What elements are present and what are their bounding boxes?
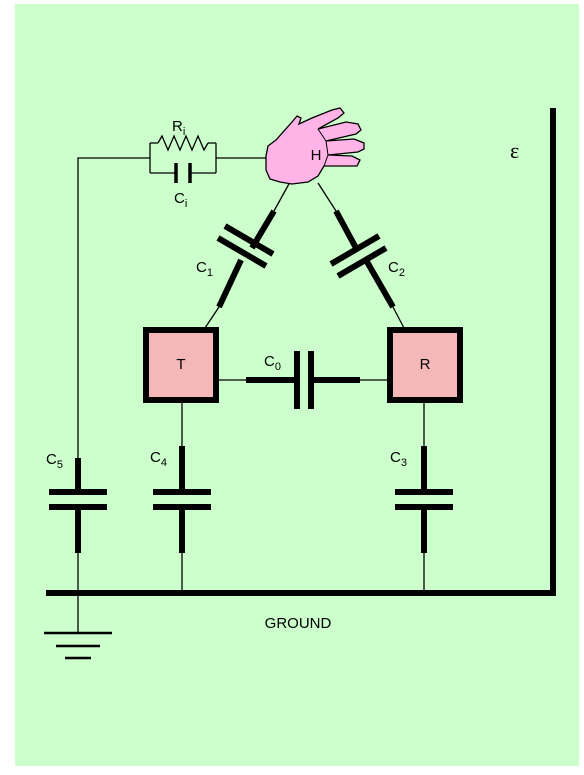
hand-finger-lines	[317, 128, 329, 167]
wire-c2-r	[392, 306, 405, 329]
ri-label: Ri	[172, 118, 185, 138]
capacitor-c5	[49, 458, 107, 553]
transmitter-box	[143, 327, 219, 403]
c5-label: C5	[46, 451, 63, 471]
ground-line-electrode	[46, 108, 556, 596]
c2-label: C2	[388, 259, 405, 279]
capacitor-ci	[174, 163, 192, 183]
capacitor-c3	[395, 446, 453, 553]
wire-left-c5	[77, 157, 150, 458]
capacitor-c1	[216, 209, 277, 309]
ground-label: GROUND	[265, 615, 332, 632]
earth-symbol	[44, 631, 112, 660]
ci-label: Ci	[174, 190, 187, 210]
receiver-box	[387, 327, 463, 403]
c0-label: C0	[264, 353, 281, 373]
ground-bus	[46, 108, 556, 596]
hand-label: H	[311, 147, 322, 164]
c4-label: C4	[150, 449, 167, 469]
wire-hand-c2	[317, 182, 337, 212]
transmitter-label: T	[176, 356, 185, 373]
receiver-label: R	[420, 356, 431, 373]
c3-label: C3	[390, 449, 407, 469]
wire-hand-c1	[273, 181, 291, 212]
epsilon-label: ε	[510, 138, 519, 163]
vertical-capacitors	[49, 446, 453, 553]
thin-wires	[77, 142, 425, 633]
capacitor-c0	[246, 351, 360, 409]
resistor-ri	[157, 134, 209, 152]
capacitor-c4	[153, 446, 211, 553]
capacitor-c2	[329, 209, 396, 309]
hand-icon	[265, 107, 365, 185]
c1-label: C1	[196, 259, 213, 279]
wire-c1-t	[204, 306, 220, 329]
